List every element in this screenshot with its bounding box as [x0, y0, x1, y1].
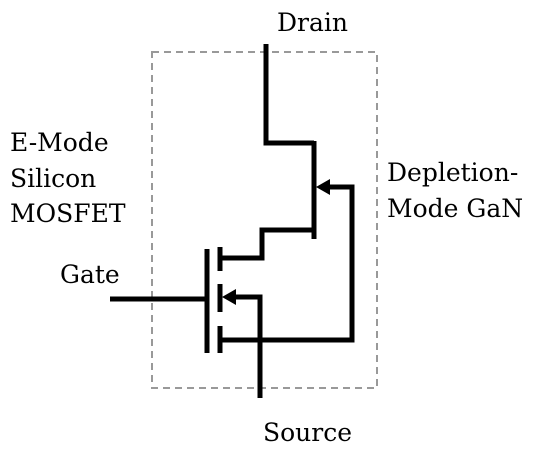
dmode-label-line1: Depletion- — [387, 158, 518, 187]
dmode-label-line2: Mode GaN — [387, 194, 523, 223]
mosfet-body-wire — [232, 294, 263, 398]
gan-source-to-mosfet-drain-wire — [220, 227, 314, 261]
mosfet-body-arrow-icon — [222, 289, 236, 305]
emode-label-line3: MOSFET — [10, 199, 126, 228]
gan-gate-arrow-icon — [316, 179, 330, 195]
emode-label-line1: E-Mode — [10, 128, 109, 157]
drain-wire — [263, 44, 314, 146]
source-label: Source — [263, 418, 352, 447]
gate-label: Gate — [60, 260, 120, 289]
gan-gate-feedback-wire — [218, 184, 355, 343]
drain-label: Drain — [277, 8, 348, 37]
emode-label-line2: Silicon — [10, 164, 96, 193]
